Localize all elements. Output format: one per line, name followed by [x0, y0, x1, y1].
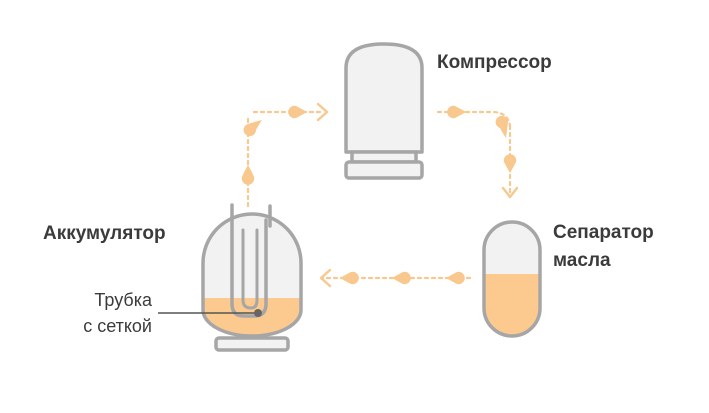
separator-label-line1: Сепаратор — [553, 222, 654, 243]
compressor — [344, 42, 424, 180]
oil-drop-icon — [495, 115, 508, 138]
accumulator — [201, 203, 303, 352]
oil-drop-icon — [503, 154, 517, 173]
arrowhead-icon — [319, 268, 332, 288]
accumulator-outline — [201, 212, 303, 338]
tube-label-line1: Трубка — [94, 290, 153, 310]
separator-label-line2: масла — [553, 250, 611, 271]
arrowhead-icon — [501, 186, 519, 199]
accumulator-label: Аккумулятор — [43, 223, 166, 244]
tube-leader — [158, 309, 262, 317]
separator-outline — [482, 220, 542, 338]
accumulator-base — [214, 336, 290, 352]
oil-drop-icon — [392, 271, 411, 285]
oil-drops — [241, 105, 517, 285]
compressor-label: Компрессор — [437, 52, 552, 73]
oil-drop-icon — [241, 165, 255, 185]
arrowhead-icon — [316, 102, 329, 122]
oil-drop-icon — [447, 105, 466, 119]
oil-separator — [482, 220, 542, 338]
accumulator-inner-tube — [241, 228, 259, 310]
oil-drop-icon — [288, 105, 307, 119]
oil-drop-icon — [243, 120, 262, 137]
tube-leader-dot — [254, 309, 262, 317]
oil-drop-icon — [446, 271, 465, 285]
arrowheads — [316, 102, 519, 288]
flow-line-compressor-to-separator-horizontal — [436, 110, 512, 128]
compressor-body — [344, 42, 424, 154]
separator-oil — [484, 274, 540, 336]
compressor-base — [344, 160, 424, 180]
oil-drop-icon — [340, 271, 359, 285]
accumulator-u-tube — [230, 203, 268, 318]
tube-label-line2: с сеткой — [83, 316, 152, 336]
